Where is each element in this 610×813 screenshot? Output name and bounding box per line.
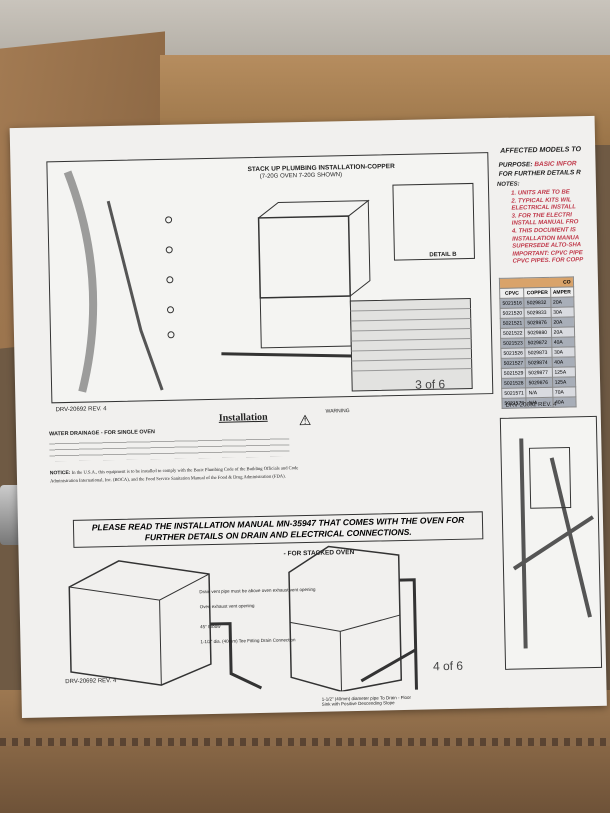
- table-cell: 5021520: [500, 307, 525, 319]
- table-cell: 5029876: [524, 317, 552, 328]
- drainage-drawing: [68, 545, 418, 693]
- col-copper: COPPER: [524, 287, 551, 298]
- page-3-doc-rev: DRV-20692 REV. 4: [55, 406, 107, 414]
- table-cell: 20A: [551, 326, 575, 338]
- warning-slip-icon: ⚠: [298, 411, 312, 429]
- table-cell: 5021527: [501, 357, 526, 369]
- table-cell: 70A: [552, 386, 576, 398]
- table-cell: 5021521: [500, 317, 525, 329]
- col-cpvc: CPVC: [499, 287, 525, 299]
- page-4-heading: Installation: [218, 411, 268, 424]
- notice-text: In the U.S.A., this equipment is to be i…: [49, 465, 299, 484]
- table-cell: 20A: [550, 296, 574, 308]
- table-cell: 5021526: [500, 347, 526, 359]
- table-cell: 125A: [551, 366, 576, 378]
- label-elbow: 45° Elbow: [200, 623, 221, 630]
- instruction-sheet: STACK UP PLUMBING INSTALLATION-COPPER (7…: [9, 115, 607, 719]
- table-cell: 40A: [551, 356, 575, 368]
- table-cell: 5021523: [500, 337, 526, 349]
- warning-label: WARNING: [325, 408, 350, 415]
- cardboard-tape-edge: [0, 738, 610, 746]
- page-4-doc-rev: DRV-20692 REV. 4: [65, 678, 117, 686]
- table-cell: 5029876: [525, 377, 553, 388]
- bracket-drawing: [512, 438, 595, 649]
- table-cell: 5029872: [525, 337, 552, 348]
- table-cell: 5029873: [525, 347, 552, 358]
- table-cell: 5029874: [525, 357, 552, 368]
- notes-list: 1. UNITS ARE TO BE 2. TYPICAL KITS WIL E…: [511, 189, 583, 266]
- purpose-text: BASIC INFOR: [534, 160, 577, 169]
- purpose-label: PURPOSE:: [498, 161, 533, 169]
- table-cell: 5029833: [524, 307, 551, 318]
- table-cell: 30A: [551, 346, 575, 358]
- right-doc-rev: DRV-20692 REV. 4: [505, 401, 557, 409]
- affected-models-title: AFFECTED MODELS TO: [500, 146, 582, 155]
- table-cell: 125A: [552, 376, 576, 388]
- note: CPVC PIPES. FOR COPP: [512, 257, 584, 265]
- page-3-number: 3 of 6: [414, 377, 446, 392]
- page-3-panel: STACK UP PLUMBING INSTALLATION-COPPER (7…: [46, 152, 494, 404]
- table-cell: 5029877: [525, 367, 553, 378]
- body-text-lines: [49, 436, 290, 462]
- col-amperage: AMPER: [550, 286, 574, 298]
- table-cell: 5021516: [499, 297, 525, 309]
- table-cell: 5021528: [501, 377, 527, 389]
- notice-block: NOTICE: In the U.S.A., this equipment is…: [50, 464, 315, 485]
- plumbing-drawing: [63, 170, 475, 393]
- right-lower-drawing: [499, 415, 603, 670]
- notice-label: NOTICE:: [49, 469, 71, 477]
- page-4-number: 4 of 6: [432, 658, 464, 674]
- further-details: FOR FURTHER DETAILS R: [498, 169, 581, 178]
- table-cell: 5021522: [500, 327, 526, 339]
- table-cell: 40A: [551, 336, 575, 348]
- table-cell: 30A: [550, 306, 574, 318]
- purpose-line: PURPOSE: BASIC INFOR: [498, 160, 576, 169]
- table-cell: 5029880: [524, 327, 552, 338]
- label-drain-pipe: 1-1/2" (40mm) diameter pipe To Drain - F…: [321, 694, 412, 707]
- table-cell: 5029832: [524, 297, 551, 308]
- table-cell: N/A: [526, 387, 553, 398]
- section-heading: WATER DRAINAGE - FOR SINGLE OVEN: [49, 429, 156, 438]
- notes-label: NOTES:: [496, 181, 520, 188]
- table-cell: 5021571: [501, 387, 527, 399]
- table-cell: 20A: [550, 316, 575, 328]
- table-cell: 5021529: [501, 367, 526, 379]
